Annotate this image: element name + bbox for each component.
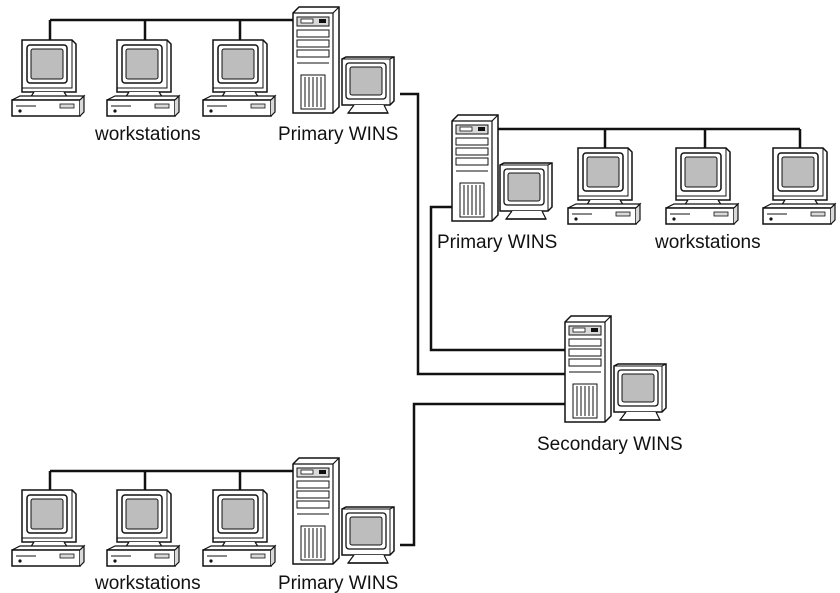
server-tower-icon bbox=[292, 457, 340, 565]
primary-wins-label: Primary WINS bbox=[278, 573, 398, 593]
group-secondary: Secondary WINS bbox=[537, 315, 683, 455]
workstation-icon bbox=[202, 489, 276, 567]
workstations-label: workstations bbox=[94, 573, 201, 593]
workstation-icon bbox=[567, 147, 641, 225]
group-right: Primary WINS workstations bbox=[437, 114, 836, 253]
workstation-icon bbox=[11, 39, 85, 117]
network-cables bbox=[48, 18, 802, 547]
server-tower-icon bbox=[451, 114, 499, 222]
workstations-label: workstations bbox=[654, 232, 761, 253]
secondary-wins-label: Secondary WINS bbox=[537, 434, 683, 455]
workstation-icon bbox=[762, 147, 836, 225]
server-tower-icon bbox=[292, 6, 340, 114]
workstations-label: workstations bbox=[94, 124, 201, 145]
server-monitor-icon bbox=[341, 506, 395, 564]
primary-wins-label: Primary WINS bbox=[278, 124, 398, 145]
server-monitor-icon bbox=[341, 56, 395, 114]
server-monitor-icon bbox=[613, 363, 667, 421]
server-monitor-icon bbox=[499, 162, 553, 220]
group-top-left: workstations Primary WINS bbox=[11, 6, 398, 145]
workstation-icon bbox=[106, 489, 180, 567]
workstation-icon bbox=[11, 489, 85, 567]
primary-wins-label: Primary WINS bbox=[437, 232, 557, 253]
group-bottom-left: workstations Primary WINS bbox=[11, 457, 398, 593]
server-tower-icon bbox=[564, 315, 612, 423]
workstation-icon bbox=[202, 39, 276, 117]
workstation-icon bbox=[106, 39, 180, 117]
workstation-icon bbox=[665, 147, 739, 225]
